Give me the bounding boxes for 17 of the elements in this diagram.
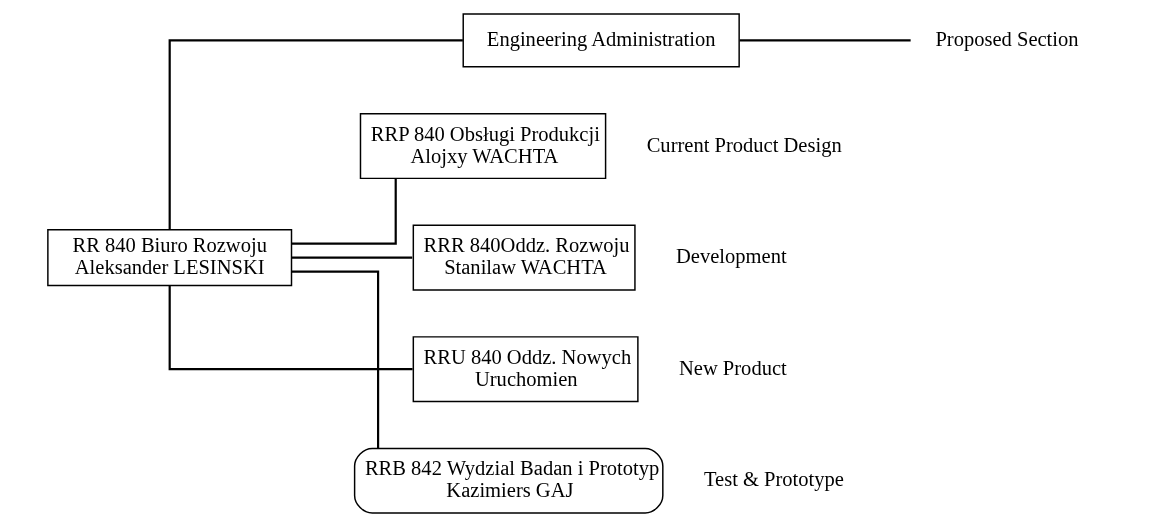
node-box: RRR 840Oddz. Rozwoju Stanilaw WACHTA bbox=[412, 224, 636, 291]
connector bbox=[168, 285, 413, 371]
node-box: Engineering Administration bbox=[462, 13, 740, 68]
connector bbox=[739, 39, 911, 42]
node-label: Development bbox=[676, 245, 787, 268]
connector bbox=[291, 256, 413, 259]
connector bbox=[291, 270, 380, 449]
node-text: Proposed Section bbox=[935, 27, 1079, 50]
connector bbox=[291, 178, 397, 245]
node-label: Test & Prototype bbox=[703, 468, 844, 491]
node-label: New Product bbox=[678, 356, 787, 379]
node-box: RRP 840 Obsługi Produkcji Alojxy WACHTA bbox=[359, 113, 607, 180]
node-label: Current Product Design bbox=[646, 133, 842, 156]
node-box: RRU 840 Oddz. Nowych Uruchomien bbox=[412, 336, 639, 403]
node-box: RR 840 Biuro Rozwoju Aleksander LESINSKI bbox=[47, 229, 293, 287]
node-box: RRB 842 Wydzial Badan i Prototyp Kazimiers GAJ bbox=[353, 447, 664, 514]
connector bbox=[168, 39, 463, 230]
